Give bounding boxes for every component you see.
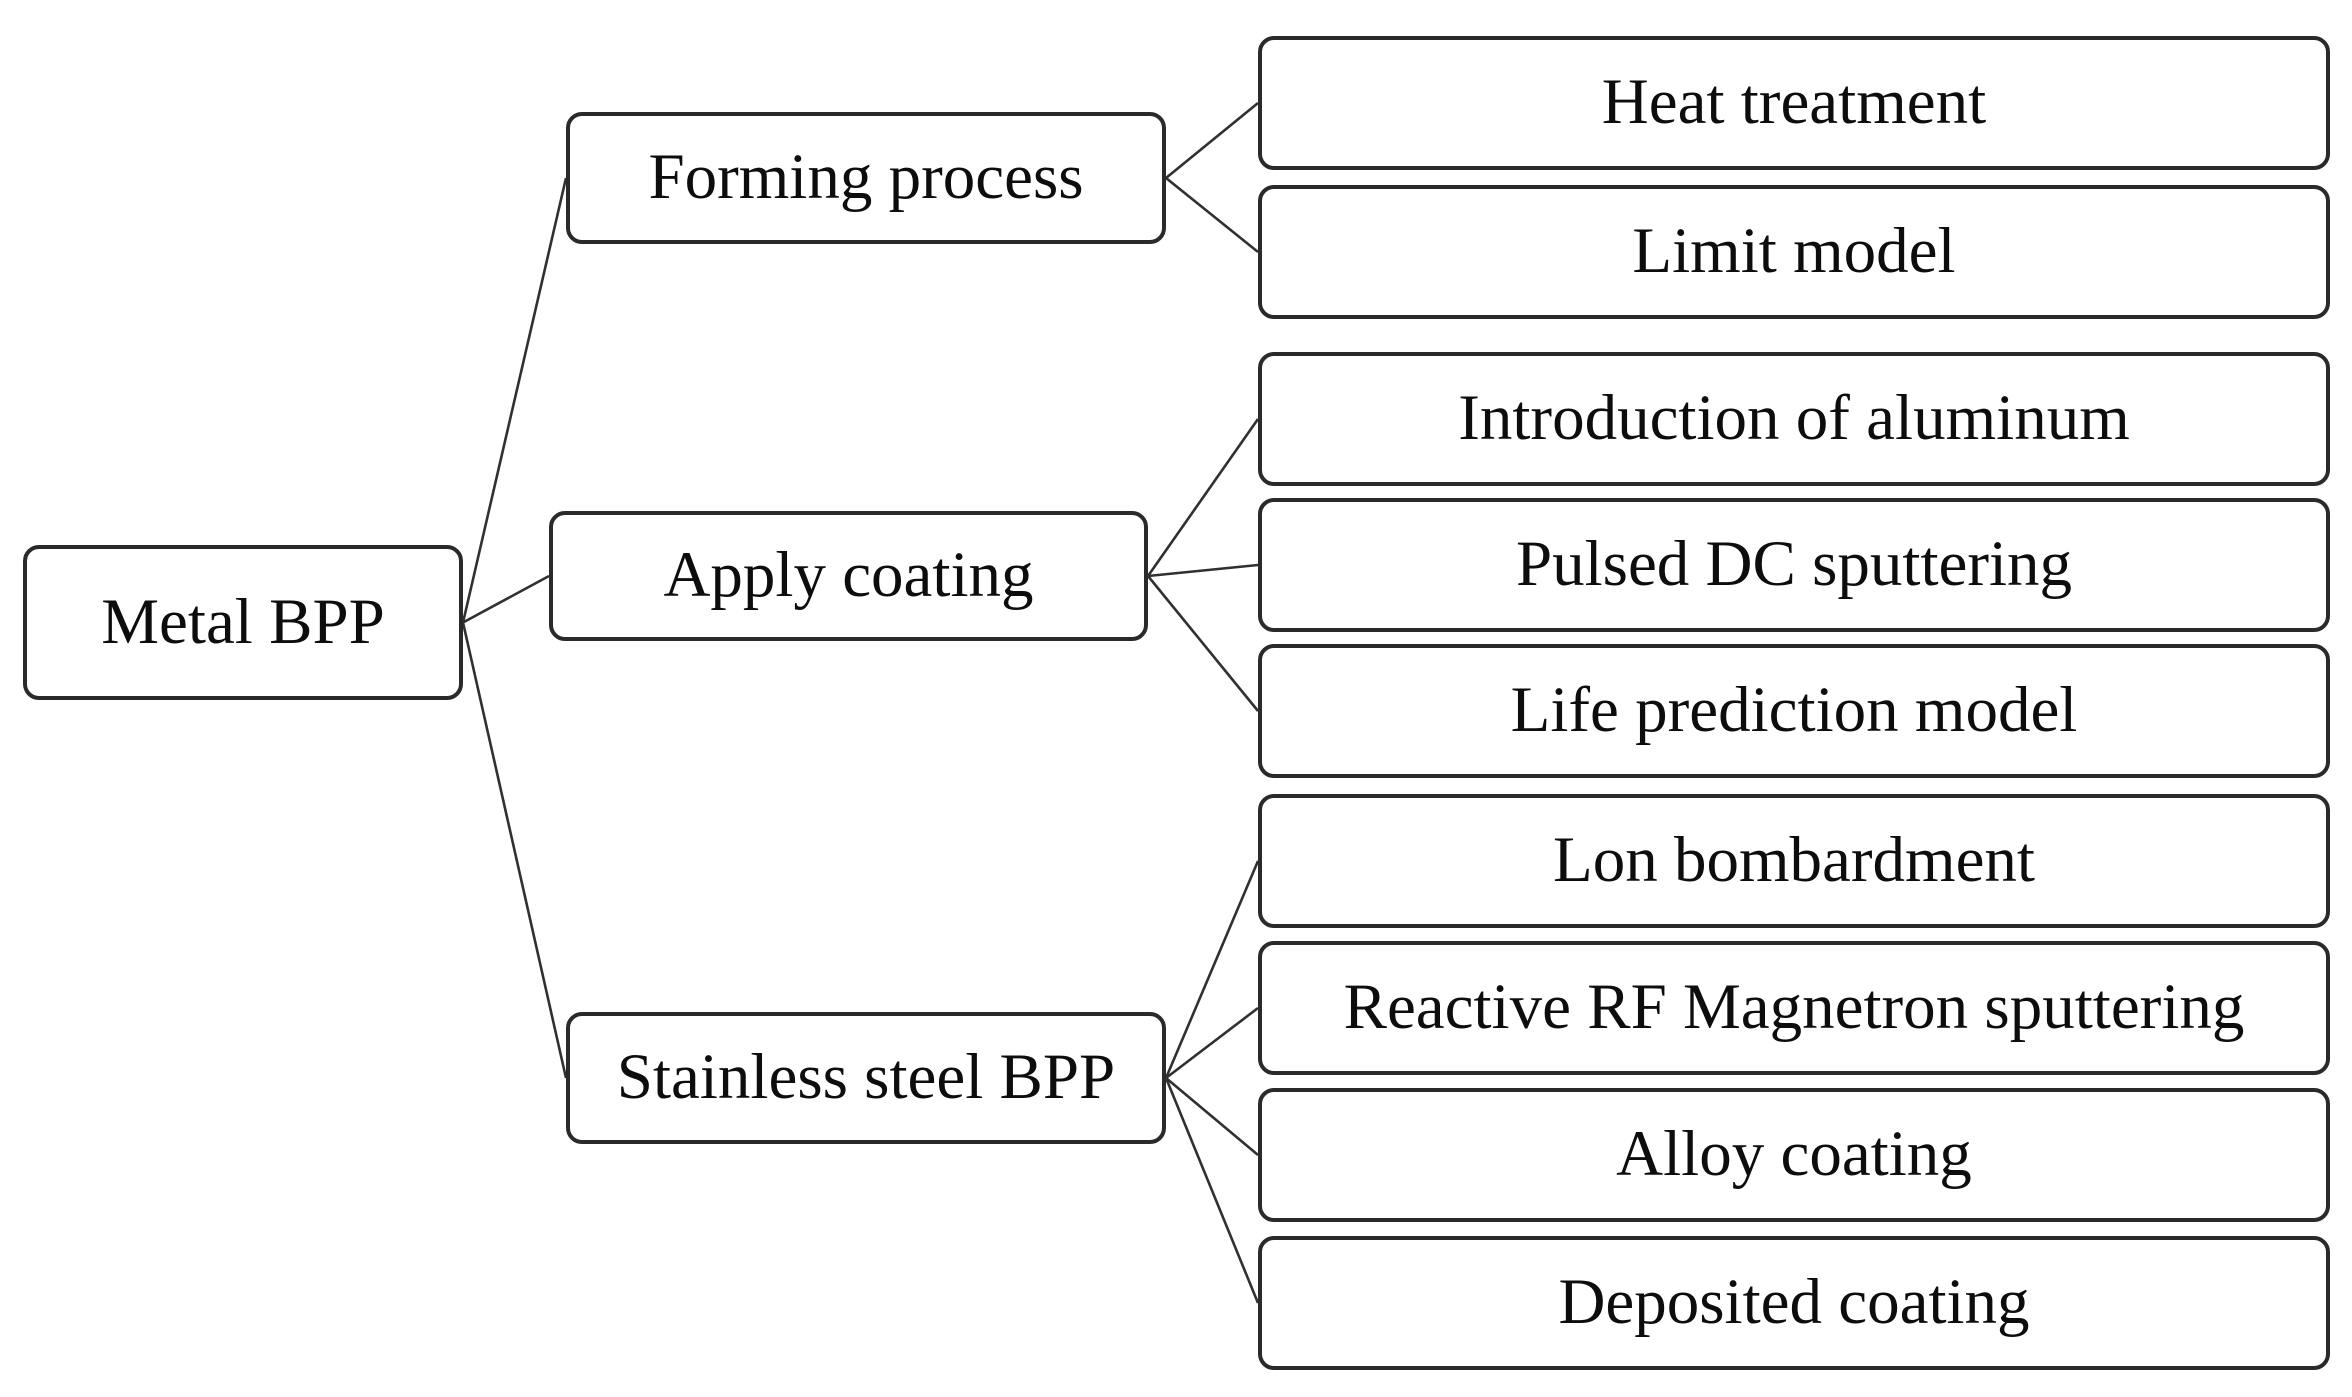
node-stainless-steel-bpp: Stainless steel BPP xyxy=(566,1012,1166,1144)
node-lon-bombardment: Lon bombardment xyxy=(1258,794,2330,928)
node-alloy-coating: Alloy coating xyxy=(1258,1088,2330,1222)
node-label: Apply coating xyxy=(663,539,1034,612)
node-life-prediction-model: Life prediction model xyxy=(1258,644,2330,778)
node-label: Heat treatment xyxy=(1601,66,1987,139)
node-introduction-of-aluminum: Introduction of aluminum xyxy=(1258,352,2330,486)
node-label: Alloy coating xyxy=(1616,1118,1972,1191)
node-label: Forming process xyxy=(648,141,1084,214)
node-label: Lon bombardment xyxy=(1553,824,2035,897)
node-apply-coating: Apply coating xyxy=(549,511,1148,641)
node-label: Stainless steel BPP xyxy=(616,1041,1116,1114)
node-label: Metal BPP xyxy=(101,585,385,658)
node-reactive-rf-magnetron-sputtering: Reactive RF Magnetron sputtering xyxy=(1258,941,2330,1075)
node-metal-bpp: Metal BPP xyxy=(23,545,463,700)
node-deposited-coating: Deposited coating xyxy=(1258,1236,2330,1370)
node-label: Pulsed DC sputtering xyxy=(1515,528,2073,601)
node-limit-model: Limit model xyxy=(1258,185,2330,319)
node-forming-process: Forming process xyxy=(566,112,1166,244)
node-label: Reactive RF Magnetron sputtering xyxy=(1343,971,2245,1044)
node-label: Deposited coating xyxy=(1558,1266,2030,1339)
node-label: Life prediction model xyxy=(1510,674,2078,747)
node-label: Limit model xyxy=(1632,215,1956,288)
node-heat-treatment: Heat treatment xyxy=(1258,36,2330,170)
node-label: Introduction of aluminum xyxy=(1458,382,2130,455)
node-pulsed-dc-sputtering: Pulsed DC sputtering xyxy=(1258,498,2330,632)
